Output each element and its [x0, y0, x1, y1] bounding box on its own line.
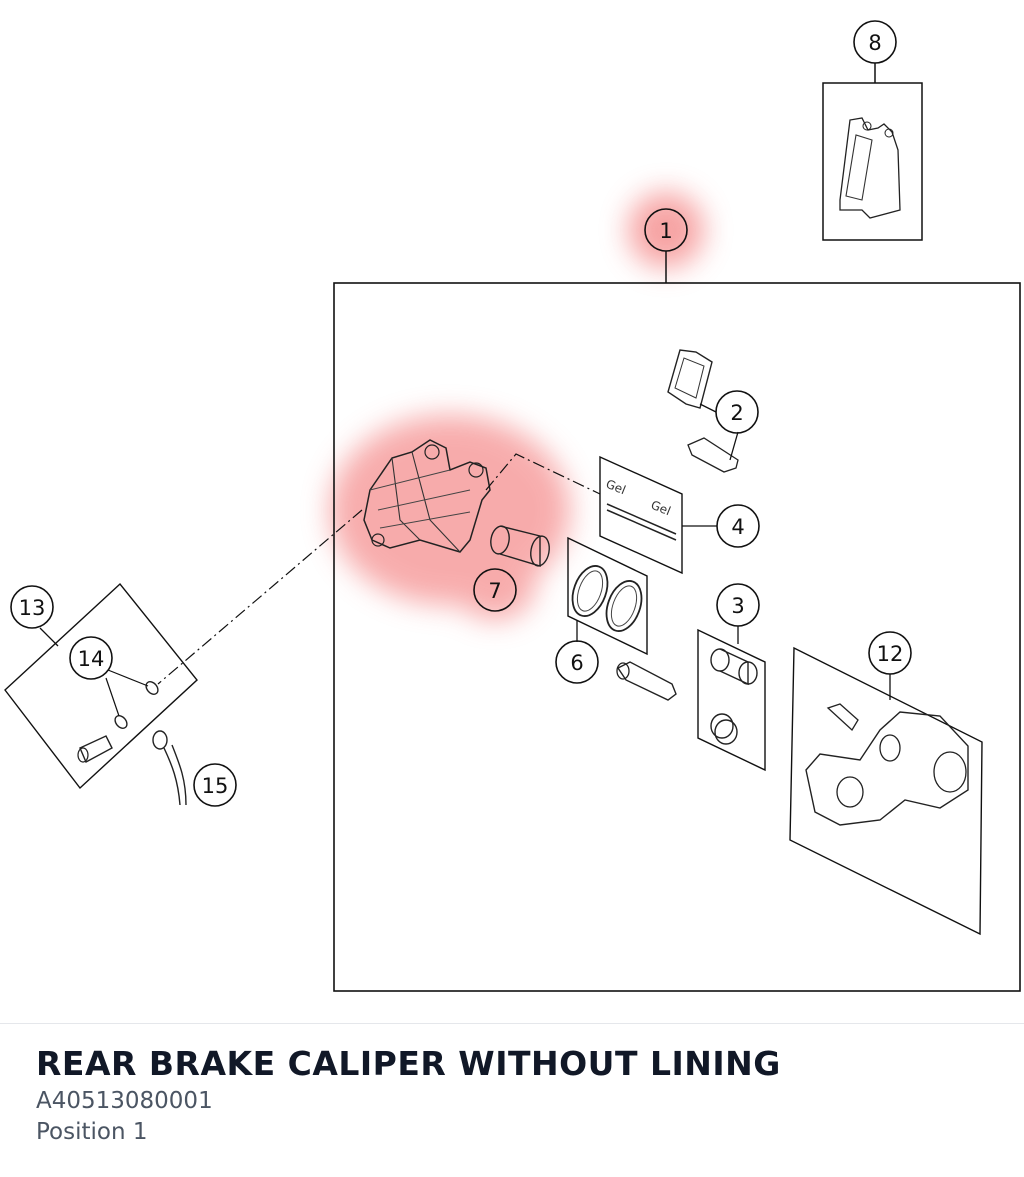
- callout-13[interactable]: 13: [10, 585, 54, 629]
- callout-4-label: 4: [731, 515, 744, 539]
- callout-8[interactable]: 8: [853, 20, 897, 64]
- piston[interactable]: [489, 525, 552, 568]
- callout-15[interactable]: 15: [193, 763, 237, 807]
- callout-14[interactable]: 14: [69, 636, 113, 680]
- part-title: REAR BRAKE CALIPER WITHOUT LINING: [36, 1044, 781, 1083]
- callout-2[interactable]: 2: [715, 390, 759, 434]
- guide-pins-part-4[interactable]: Gel Gel: [599, 455, 717, 575]
- brake-line-part-15[interactable]: [152, 730, 187, 806]
- callout-1[interactable]: 1: [644, 208, 688, 252]
- part-caption: REAR BRAKE CALIPER WITHOUT LINING A40513…: [36, 1042, 996, 1148]
- bleed-screw[interactable]: [616, 661, 677, 701]
- highlight-glow-caliper: [330, 415, 570, 620]
- callout-7[interactable]: 7: [473, 568, 517, 612]
- svg-text:Gel: Gel: [649, 498, 673, 518]
- callout-6-label: 6: [570, 651, 583, 675]
- callout-14-label: 14: [78, 647, 105, 671]
- callout-4[interactable]: 4: [716, 504, 760, 548]
- callout-7-label: 7: [488, 579, 501, 603]
- banjo-bolt-kit-part-13[interactable]: [4, 582, 198, 790]
- callout-3[interactable]: 3: [716, 583, 760, 627]
- part-number: A40513080001: [36, 1088, 213, 1114]
- callout-3-label: 3: [731, 594, 744, 618]
- callout-13-label: 13: [19, 596, 46, 620]
- callout-12[interactable]: 12: [868, 631, 912, 675]
- svg-text:Gel: Gel: [604, 477, 628, 497]
- highlight-glow-callout-1: [628, 192, 704, 268]
- callout-15-label: 15: [202, 774, 229, 798]
- callout-2-label: 2: [730, 401, 743, 425]
- callout-6[interactable]: 6: [555, 640, 599, 684]
- brake-pad-set-part-8[interactable]: [822, 63, 923, 241]
- part-position: Position 1: [36, 1119, 148, 1145]
- pad-spring-part-2[interactable]: [667, 349, 739, 473]
- bushing-set-part-3[interactable]: [697, 626, 766, 772]
- callout-8-label: 8: [868, 31, 881, 55]
- seal-kit-part-6[interactable]: [566, 536, 648, 656]
- callout-1-label: 1: [659, 219, 672, 243]
- exploded-parts-diagram: 1 8 2 Gel Gel 4: [4, 20, 1021, 992]
- caliper-housing-part-7[interactable]: [363, 439, 491, 553]
- callout-12-label: 12: [877, 642, 904, 666]
- caliper-support-part-12[interactable]: [789, 646, 983, 936]
- caption-divider: [0, 1023, 1024, 1024]
- assembly-frame: [333, 282, 1021, 992]
- alignment-lines: [157, 453, 601, 685]
